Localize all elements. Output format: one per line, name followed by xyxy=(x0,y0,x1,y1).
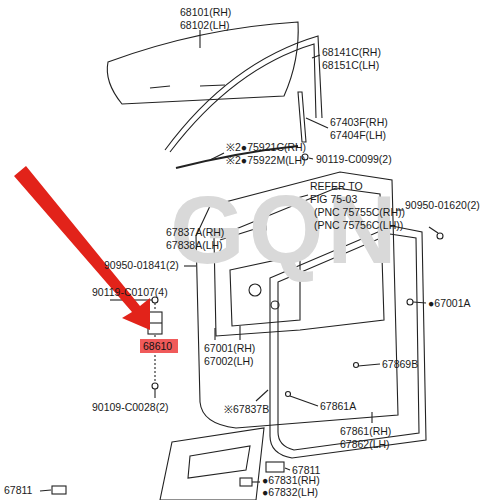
part-number: 68610 xyxy=(143,340,175,352)
callout-number: 67001(RH) xyxy=(204,342,255,354)
leader-line xyxy=(309,158,313,159)
bolt-line xyxy=(154,303,155,311)
callout-number: 67862(LH) xyxy=(340,438,390,450)
leader-line xyxy=(306,118,328,128)
callout-number: 90119-C0107(4) xyxy=(92,286,168,298)
leader-line xyxy=(290,396,318,406)
pointer-arrow xyxy=(14,166,150,330)
callout-number: 67002(LH) xyxy=(204,355,254,367)
clip xyxy=(286,392,291,397)
trim-panel xyxy=(160,428,264,500)
highlight-box: 68610 xyxy=(140,339,178,353)
callout-number: (PNC 75755C(RH)) xyxy=(314,206,405,218)
callout-number: ●67831(RH) xyxy=(262,474,320,486)
leader-line xyxy=(358,364,380,366)
leader-line xyxy=(429,227,438,233)
clip xyxy=(240,478,252,486)
clip xyxy=(407,299,413,305)
callout-number: 90950-01841(2) xyxy=(104,259,179,271)
callout-number: ※2●75921C(RH) xyxy=(226,141,306,153)
leader-line xyxy=(154,389,155,398)
leader-line xyxy=(312,55,320,58)
trim-armrest xyxy=(188,446,250,478)
glass-channel xyxy=(200,85,225,86)
leader-line xyxy=(256,390,268,401)
callout-number: 68101(RH) xyxy=(180,6,231,18)
leader-line xyxy=(371,412,372,423)
clip xyxy=(52,486,66,494)
callout-number: REFER TO xyxy=(310,180,363,192)
callout-number: 67811 xyxy=(4,484,32,496)
callout-number: 67837A(RH) xyxy=(166,226,224,238)
callout-number: ※2●75922M(LH) xyxy=(226,154,306,166)
callout-number: 68141C(RH) xyxy=(322,46,381,58)
callout-number: ●67001A xyxy=(428,297,471,309)
callout-number: 67404F(LH) xyxy=(330,129,386,141)
glass-channel xyxy=(150,86,170,88)
callout-number: 67861A xyxy=(320,400,356,412)
callout-number: 90109-C0028(2) xyxy=(92,401,168,413)
clip xyxy=(437,233,443,239)
callout-number: ●67832(LH) xyxy=(262,486,318,498)
door-hinge xyxy=(148,322,162,323)
callout-number: (PNC 75756C(LH)) xyxy=(314,219,403,231)
callout-number: 68102(LH) xyxy=(180,19,230,31)
leader-line xyxy=(215,326,240,340)
callout-number: 90119-C0099(2) xyxy=(316,153,392,165)
leader-line xyxy=(252,481,260,482)
run-channel xyxy=(165,36,322,152)
clip xyxy=(354,363,359,368)
clip xyxy=(266,462,284,472)
callout-number: 67869B xyxy=(382,358,418,370)
callout-number: 67838A(LH) xyxy=(166,239,223,251)
service-hole xyxy=(249,284,261,296)
callout-number: 67861(RH) xyxy=(340,425,391,437)
callout-number: ※67837B xyxy=(224,403,269,415)
callout-number: FIG 75-03 xyxy=(310,193,357,205)
frame-strip xyxy=(298,92,306,142)
leader-line xyxy=(413,302,426,303)
callout-number: 68151C(LH) xyxy=(322,59,379,71)
leader-line xyxy=(210,153,224,160)
callout-number: 90950-01620(2) xyxy=(405,199,480,211)
leader-line xyxy=(40,490,51,491)
callout-number: 67403F(RH) xyxy=(330,116,388,128)
leader-line xyxy=(140,299,152,300)
leader-line xyxy=(285,468,290,470)
bolt xyxy=(152,383,158,389)
leader-line xyxy=(199,30,200,48)
door-hinge xyxy=(148,312,162,334)
